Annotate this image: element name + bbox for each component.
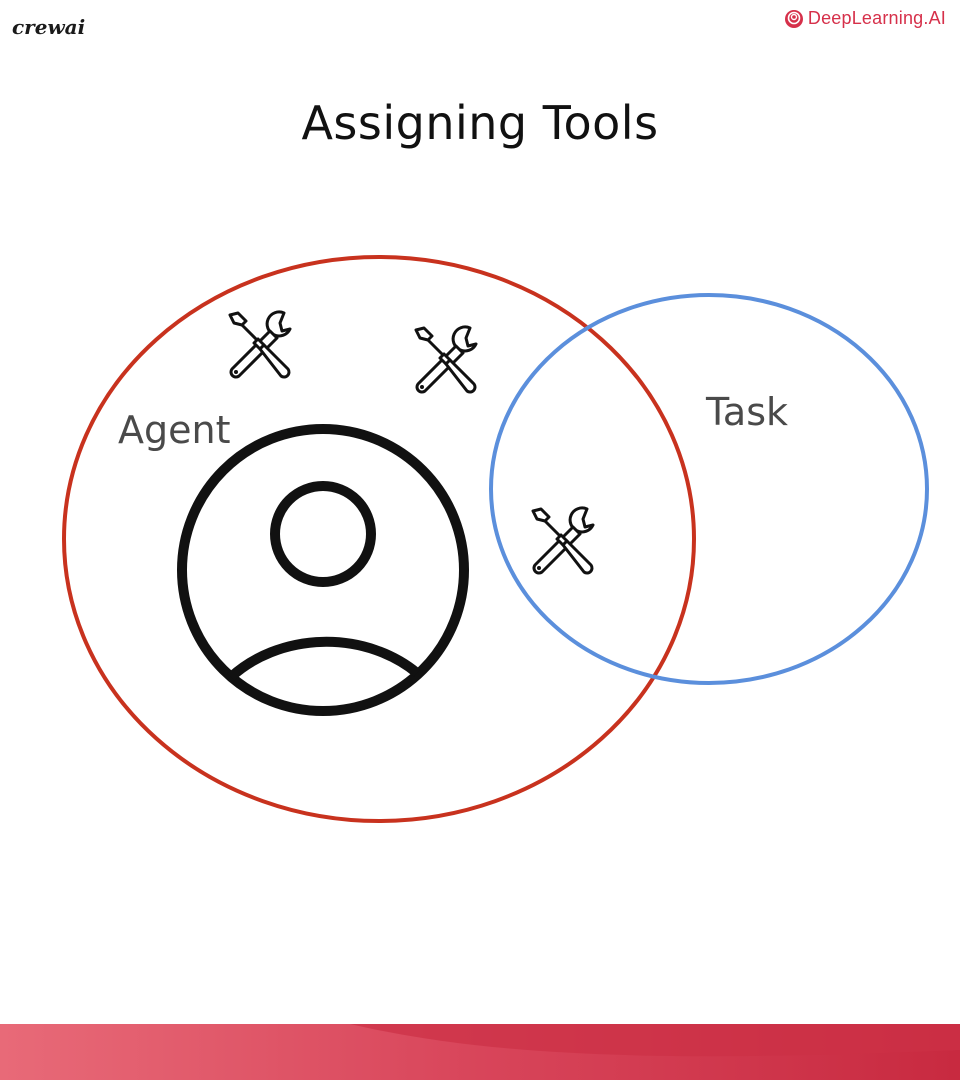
agent-label: Agent	[118, 408, 231, 452]
agent-circle	[62, 255, 696, 823]
footer-band	[0, 1024, 960, 1080]
tool-icon-shared	[531, 506, 595, 575]
deeplearning-logo-icon	[784, 9, 803, 28]
task-circle	[489, 293, 929, 685]
deeplearning-logo-text: DeepLearning.AI	[807, 8, 946, 28]
slide-title: Assigning Tools	[301, 96, 659, 150]
deeplearning-logo: DeepLearning.AI	[784, 8, 946, 29]
crewai-logo: crewai	[12, 15, 85, 39]
tool-icon-agent-1	[228, 310, 292, 379]
person-icon	[177, 424, 469, 716]
task-label: Task	[706, 390, 789, 434]
tool-icon-agent-2	[414, 325, 478, 394]
crewai-logo-text: crewai	[12, 15, 85, 39]
